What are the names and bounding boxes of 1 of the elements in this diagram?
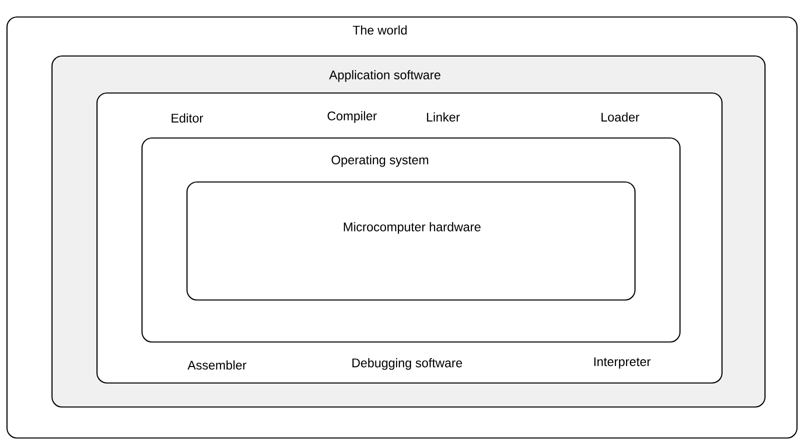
layer-box: Microcomputer hardware bbox=[186, 181, 636, 301]
